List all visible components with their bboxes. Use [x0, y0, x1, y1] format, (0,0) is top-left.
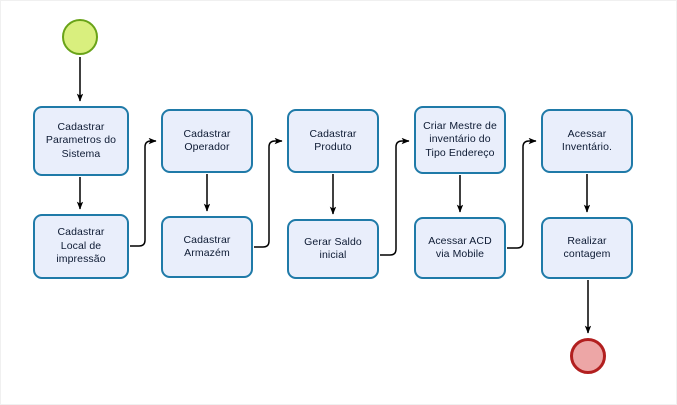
connector-t2-to-t3: [130, 137, 157, 247]
task-cadastrar-local-de-impressao[interactable]: Cadastrar Local de impressão: [33, 214, 129, 279]
task-acessar-inventario[interactable]: Acessar Inventário.: [541, 109, 633, 173]
end-event[interactable]: [570, 338, 606, 374]
task-cadastrar-operador[interactable]: Cadastrar Operador: [161, 109, 253, 173]
task-acessar-acd-via-mobile[interactable]: Acessar ACD via Mobile: [414, 217, 506, 279]
start-event[interactable]: [62, 19, 98, 55]
task-criar-mestre-de-inventario-tipo-endereco[interactable]: Criar Mestre de inventário do Tipo Ender…: [414, 106, 506, 174]
task-realizar-contagem[interactable]: Realizar contagem: [541, 217, 633, 279]
task-cadastrar-armazem[interactable]: Cadastrar Armazém: [161, 216, 253, 278]
task-gerar-saldo-inicial[interactable]: Gerar Saldo inicial: [287, 219, 379, 279]
task-cadastrar-produto[interactable]: Cadastrar Produto: [287, 109, 379, 173]
connector-t4-to-t5: [254, 137, 283, 248]
connector-t8-to-t9: [507, 137, 537, 249]
connector-t6-to-t7: [380, 137, 410, 256]
task-cadastrar-parametros-do-sistema[interactable]: Cadastrar Parametros do Sistema: [33, 106, 129, 176]
